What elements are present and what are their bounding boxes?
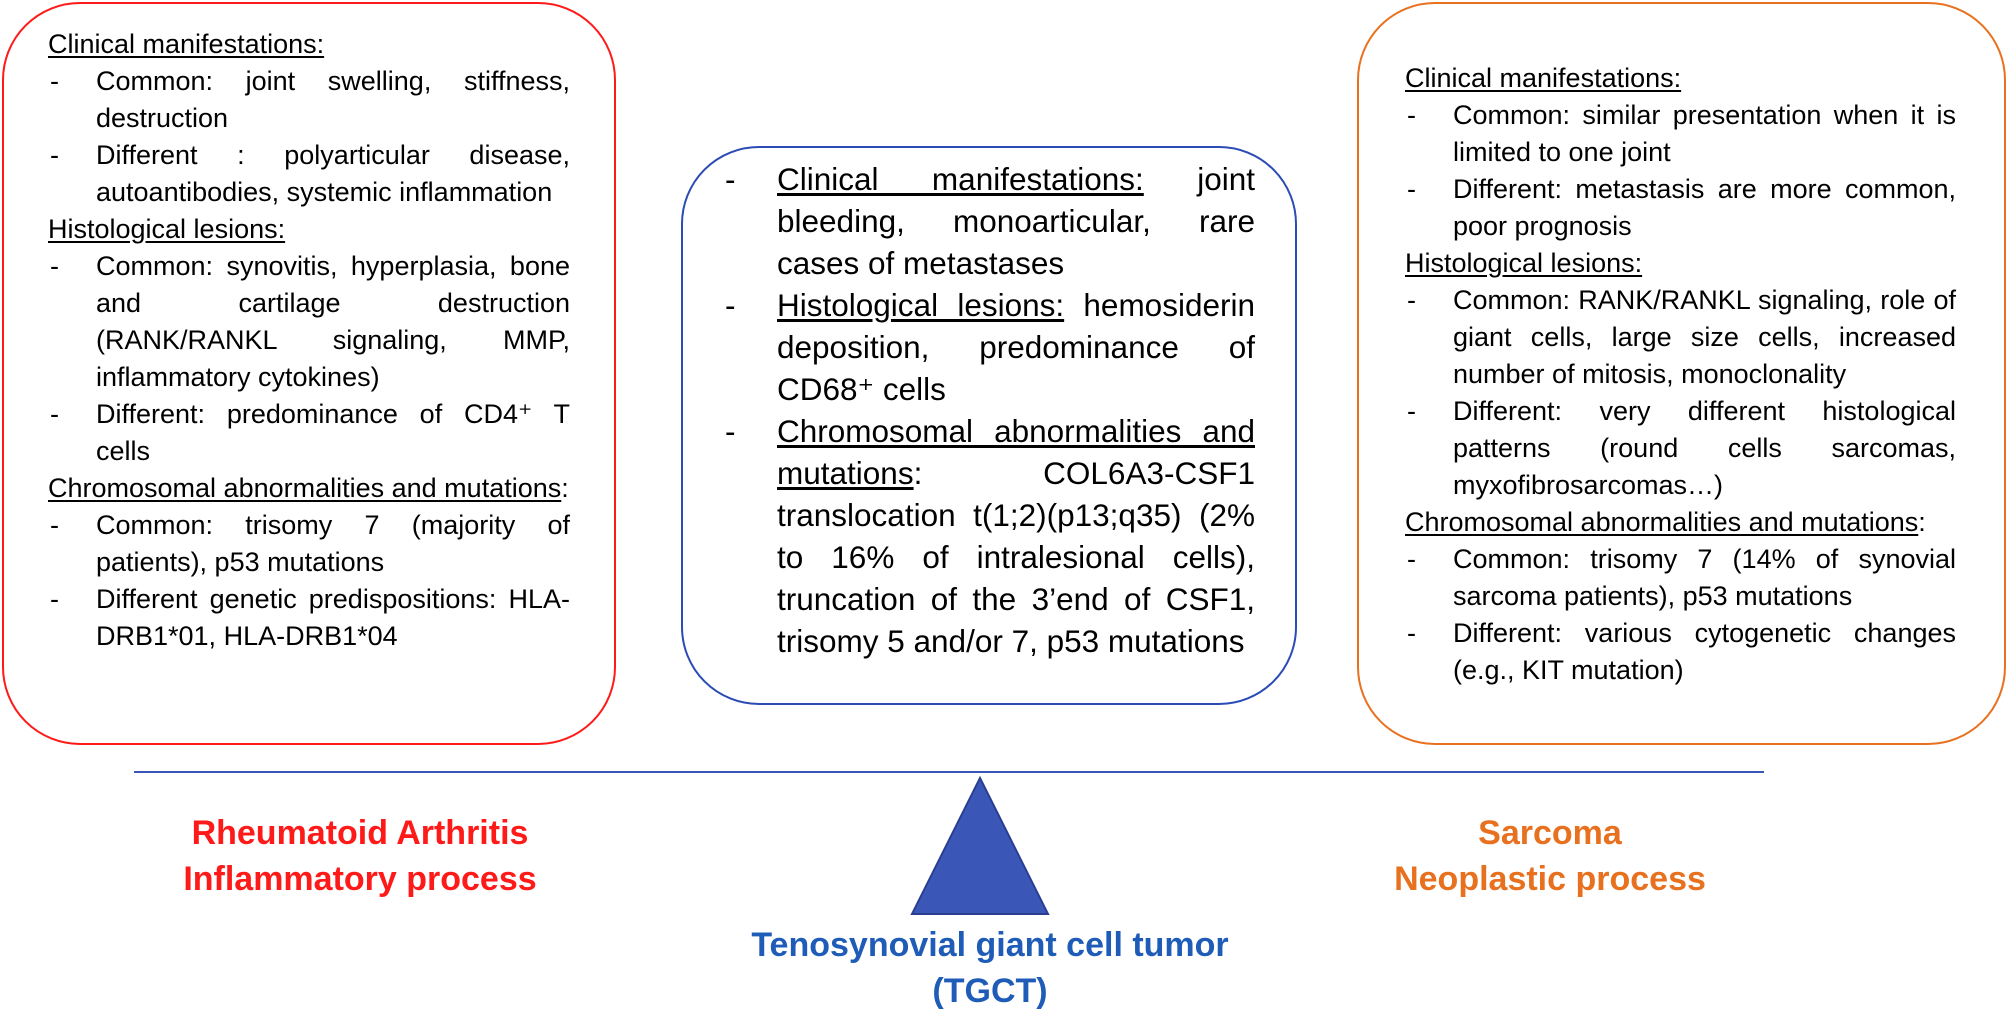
ra-histo-heading: Histological lesions: [48, 214, 286, 244]
sarcoma-histo-section: Histological lesions: Common: RANK/RANKL… [1405, 245, 1956, 504]
sarcoma-histo-heading: Histological lesions: [1405, 248, 1643, 278]
sarcoma-clinical-heading: Clinical manifestations: [1405, 63, 1682, 93]
sarcoma-chrom-list: Common: trisomy 7 (14% of synovial sarco… [1405, 541, 1956, 689]
sarcoma-clinical-item: Common: similar presentation when it is … [1405, 97, 1956, 171]
ra-clinical-section: Clinical manifestations: Common: joint s… [48, 26, 570, 211]
ra-comparison-panel: Clinical manifestations: Common: joint s… [2, 2, 616, 745]
sarcoma-label-title: Sarcoma [1478, 814, 1622, 852]
ra-clinical-item: Common: joint swelling, stiffness, destr… [48, 63, 570, 137]
ra-histo-list: Common: synovitis, hyperplasia, bone and… [48, 248, 570, 470]
ra-histo-item: Common: synovitis, hyperplasia, bone and… [48, 248, 570, 396]
tgct-histo-item: Histological lesions: hemosiderin deposi… [723, 284, 1255, 410]
tgct-histo-heading: Histological lesions: [777, 287, 1065, 323]
sarcoma-label-subtitle: Neoplastic process [1394, 860, 1706, 898]
sarcoma-chrom-heading: Chromosomal abnormalities and mutations [1405, 507, 1919, 537]
sarcoma-chrom-item: Different: various cytogenetic changes (… [1405, 615, 1956, 689]
ra-chrom-heading-row: Chromosomal abnormalities and mutations: [48, 470, 570, 507]
sarcoma-clinical-item: Different: metastasis are more common, p… [1405, 171, 1956, 245]
sarcoma-chrom-section: Chromosomal abnormalities and mutations:… [1405, 504, 1956, 689]
ra-chrom-section: Chromosomal abnormalities and mutations:… [48, 470, 570, 655]
sarcoma-chrom-heading-row: Chromosomal abnormalities and mutations: [1405, 504, 1956, 541]
tgct-label: Tenosynovial giant cell tumor (TGCT) [680, 922, 1300, 1014]
sarcoma-comparison-panel: Clinical manifestations: Common: similar… [1357, 2, 2006, 745]
tgct-label-title: Tenosynovial giant cell tumor [751, 926, 1229, 964]
ra-chrom-list: Common: trisomy 7 (majority of patients)… [48, 507, 570, 655]
tgct-clinical-heading: Clinical manifestations: [777, 161, 1144, 197]
sarcoma-chrom-item: Common: trisomy 7 (14% of synovial sarco… [1405, 541, 1956, 615]
tgct-chrom-item: Chromosomal abnormalities and mutations:… [723, 410, 1255, 662]
sarcoma-histo-item: Different: very different histological p… [1405, 393, 1956, 504]
fulcrum-triangle-shape [910, 776, 1050, 915]
sarcoma-clinical-list: Common: similar presentation when it is … [1405, 97, 1956, 245]
ra-chrom-colon: : [561, 473, 569, 503]
sarcoma-histo-list: Common: RANK/RANKL signaling, role of gi… [1405, 282, 1956, 504]
tgct-chrom-heading: Chromosomal abnormalities and mutations [777, 413, 1255, 491]
sarcoma-clinical-section: Clinical manifestations: Common: similar… [1405, 60, 1956, 245]
tgct-chrom-text: : COL6A3-CSF1 translocation t(1;2)(p13;q… [777, 455, 1255, 659]
tgct-label-abbrev: (TGCT) [932, 972, 1048, 1010]
tgct-histo-text: hemosiderin deposition, predominance of … [777, 287, 1255, 407]
ra-clinical-list: Common: joint swelling, stiffness, destr… [48, 63, 570, 211]
ra-histo-section: Histological lesions: Common: synovitis,… [48, 211, 570, 470]
sarcoma-label: Sarcoma Neoplastic process [1310, 810, 1790, 902]
ra-label: Rheumatoid Arthritis Inflammatory proces… [150, 810, 570, 902]
tgct-panel: Clinical manifestations: joint bleeding,… [681, 146, 1297, 705]
ra-histo-item: Different: predominance of CD4⁺ T cells [48, 396, 570, 470]
ra-clinical-heading: Clinical manifestations: [48, 29, 325, 59]
fulcrum-triangle [910, 776, 1050, 915]
ra-label-title: Rheumatoid Arthritis [191, 814, 529, 852]
sarcoma-chrom-colon: : [1918, 507, 1926, 537]
balance-beam-line [134, 771, 1764, 773]
ra-chrom-heading: Chromosomal abnormalities and mutations [48, 473, 562, 503]
tgct-clinical-item: Clinical manifestations: joint bleeding,… [723, 158, 1255, 284]
ra-chrom-item: Different genetic predispositions: HLA-D… [48, 581, 570, 655]
tgct-clinical-text: joint bleeding, monoarticular, rare case… [777, 161, 1255, 281]
ra-label-subtitle: Inflammatory process [183, 860, 537, 898]
sarcoma-histo-item: Common: RANK/RANKL signaling, role of gi… [1405, 282, 1956, 393]
ra-chrom-item: Common: trisomy 7 (majority of patients)… [48, 507, 570, 581]
ra-clinical-item: Different : polyarticular disease, autoa… [48, 137, 570, 211]
tgct-list: Clinical manifestations: joint bleeding,… [723, 158, 1255, 662]
